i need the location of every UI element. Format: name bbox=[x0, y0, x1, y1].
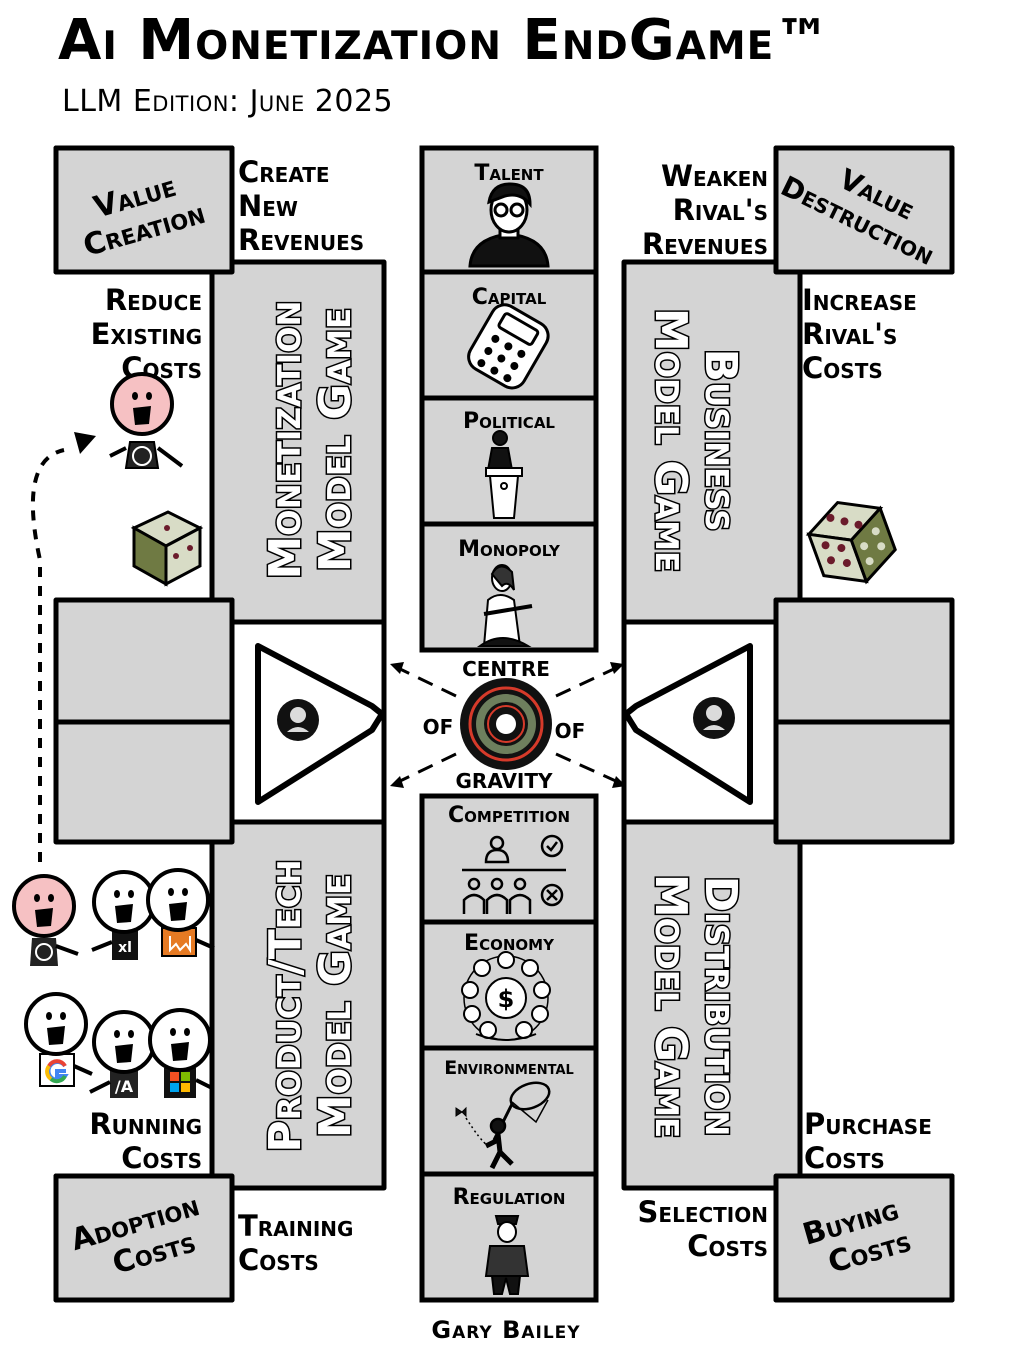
svg-text:Model Game: Model Game bbox=[645, 874, 696, 1138]
right-arrowhead bbox=[623, 643, 753, 805]
business-model-game-title: Business Model Game bbox=[644, 306, 748, 573]
page-subtitle: LLM Edition: June 2025 bbox=[62, 84, 394, 119]
anthropic-logo-icon: /A bbox=[115, 1077, 134, 1096]
mistral-logo-icon bbox=[169, 936, 191, 954]
svg-text:New: New bbox=[238, 189, 298, 223]
speaker-podium-icon bbox=[485, 430, 523, 519]
selection-costs-label: Selection Costs bbox=[638, 1195, 768, 1263]
svg-text:Weaken: Weaken bbox=[661, 159, 768, 193]
svg-text:Costs: Costs bbox=[238, 1243, 319, 1277]
svg-text:Selection: Selection bbox=[638, 1195, 768, 1229]
svg-text:Product/Tech: Product/Tech bbox=[260, 859, 311, 1152]
author-credit: Gary Bailey bbox=[431, 1316, 581, 1344]
svg-text:Existing: Existing bbox=[91, 317, 202, 351]
reduce-existing-costs-label: Reduce Existing Costs bbox=[91, 283, 202, 385]
svg-text:Business: Business bbox=[695, 349, 746, 532]
centre-label-top: CENTRE bbox=[462, 657, 550, 681]
environmental-label: Environmental bbox=[444, 1057, 574, 1079]
openai-logo-icon bbox=[35, 943, 53, 961]
svg-text:Costs: Costs bbox=[687, 1229, 768, 1263]
police-officer-icon bbox=[484, 1215, 530, 1295]
monetization-model-game-title: Monetization Model Game bbox=[259, 299, 363, 581]
svg-text:Monetization: Monetization bbox=[260, 301, 311, 580]
player-token-anthropic: /A bbox=[89, 1010, 156, 1098]
circular-economy-dollar-icon: $ bbox=[461, 951, 551, 1041]
increase-rivals-costs-label: Increase Rival's Costs bbox=[802, 283, 917, 385]
centre-label-right: OF bbox=[555, 719, 586, 743]
page-title: Ai Monetization EndGame™ bbox=[58, 8, 832, 73]
person-with-glasses-icon bbox=[468, 182, 550, 268]
svg-text:Running: Running bbox=[89, 1107, 202, 1141]
bottom-stack bbox=[419, 793, 599, 1303]
svg-text:Distribution: Distribution bbox=[695, 876, 746, 1137]
svg-text:Model Game: Model Game bbox=[310, 874, 361, 1138]
svg-text:Model Game: Model Game bbox=[310, 308, 361, 572]
dice-icon-right bbox=[805, 500, 897, 585]
value-creation-corner: Value Creation bbox=[79, 169, 209, 264]
player-token-openai-top bbox=[109, 372, 184, 469]
butterfly-net-icon bbox=[455, 1081, 551, 1170]
monopoly-label: Monopoly bbox=[458, 537, 561, 562]
openai-logo-icon bbox=[132, 446, 152, 466]
xai-logo-icon: xl bbox=[118, 940, 132, 956]
centre-label-bottom: GRAVITY bbox=[456, 769, 554, 793]
political-label: Political bbox=[463, 409, 555, 434]
player-token-google bbox=[24, 992, 93, 1087]
selection-panel-icon bbox=[462, 834, 566, 914]
create-new-revenues-label: Create New Revenues bbox=[238, 155, 364, 257]
svg-text:Costs: Costs bbox=[804, 1141, 885, 1175]
svg-text:Rival's: Rival's bbox=[802, 317, 897, 351]
calculator-icon bbox=[467, 303, 550, 390]
svg-text:Purchase: Purchase bbox=[804, 1107, 932, 1141]
running-costs-label: Running Costs bbox=[89, 1107, 202, 1175]
centre-of-gravity: CENTRE OF OF GRAVITY bbox=[390, 657, 626, 793]
svg-text:Training: Training bbox=[238, 1209, 353, 1243]
training-costs-label: Training Costs bbox=[238, 1209, 353, 1277]
weaken-rivals-revenues-label: Weaken Rival's Revenues bbox=[642, 159, 768, 261]
player-token-microsoft bbox=[148, 1008, 213, 1098]
movement-path-arrow bbox=[30, 432, 96, 862]
woman-with-rifle-icon bbox=[476, 564, 533, 647]
player-tokens-group: xl /A bbox=[12, 868, 215, 1098]
player-token-mistral bbox=[146, 868, 215, 957]
svg-text:Revenues: Revenues bbox=[238, 223, 364, 257]
centre-label-left: OF bbox=[423, 715, 454, 739]
dice-icon-left bbox=[130, 510, 204, 587]
distribution-model-game-title: Distribution Model Game bbox=[644, 872, 748, 1139]
purchase-costs-label: Purchase Costs bbox=[804, 1107, 932, 1175]
svg-text:Revenues: Revenues bbox=[642, 227, 768, 261]
player-token-openai bbox=[12, 874, 79, 966]
left-arrowhead bbox=[255, 643, 385, 805]
svg-text:$: $ bbox=[498, 985, 515, 1013]
player-token-xai: xl bbox=[91, 870, 156, 960]
target-icon bbox=[460, 678, 552, 770]
product-tech-model-game-title: Product/Tech Model Game bbox=[259, 858, 363, 1154]
regulation-label: Regulation bbox=[453, 1185, 566, 1210]
svg-text:Costs: Costs bbox=[802, 351, 883, 385]
svg-text:Reduce: Reduce bbox=[105, 283, 202, 317]
board-outline bbox=[53, 145, 955, 1303]
svg-text:Increase: Increase bbox=[802, 283, 917, 317]
microsoft-logo-icon bbox=[170, 1072, 190, 1092]
svg-text:Create: Create bbox=[238, 155, 330, 189]
svg-text:Model Game: Model Game bbox=[645, 308, 696, 572]
competition-label: Competition bbox=[448, 803, 570, 828]
svg-text:Rival's: Rival's bbox=[673, 193, 768, 227]
svg-text:Costs: Costs bbox=[121, 1141, 202, 1175]
talent-label: Talent bbox=[474, 161, 544, 186]
